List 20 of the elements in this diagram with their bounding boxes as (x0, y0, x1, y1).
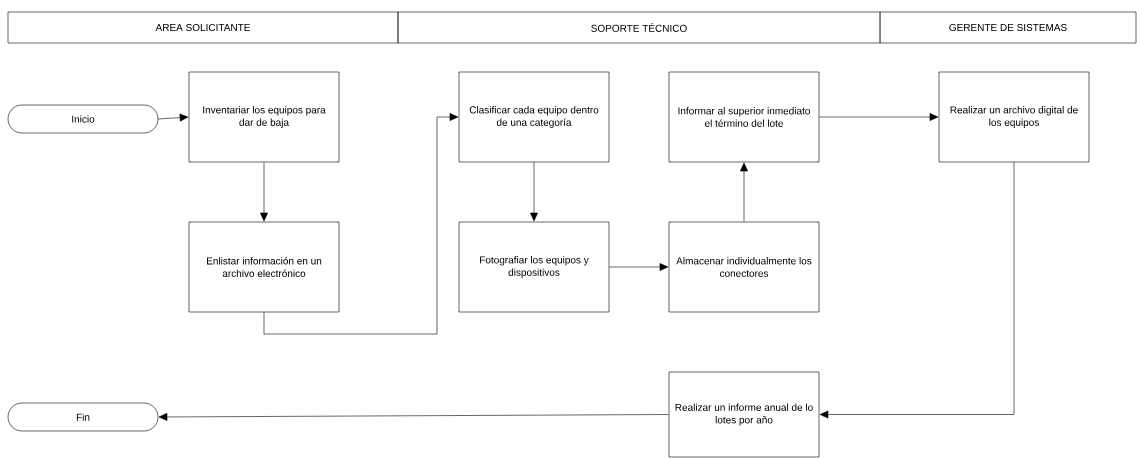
arrow (530, 162, 538, 222)
swimlane-header: SOPORTE TÉCNICO (397, 11, 881, 44)
process-box: Informar al superior inmediato el término del lote (668, 71, 820, 163)
arrow (263, 113, 459, 335)
process-box: Enlistar información en un archivo electrónico (188, 221, 340, 313)
arrow (819, 113, 939, 121)
swimlane-header: AREA SOLICITANTE (7, 11, 399, 44)
arrow (260, 162, 268, 222)
arrow (740, 162, 748, 222)
process-box: Fotografiar los equipos y dispositivos (458, 221, 610, 313)
process-box: Realizar un archivo digital de los equipos (938, 71, 1090, 163)
process-box: Clasificar cada equipo dentro de una categoría (458, 71, 610, 163)
arrow (158, 413, 669, 421)
arrow (819, 162, 1015, 419)
process-box: Almacenar individualmente los conectores (668, 221, 820, 313)
process-box: Realizar un informe anual de lo lotes por año (668, 371, 820, 458)
arrow (158, 113, 189, 122)
arrow (609, 263, 669, 271)
process-box: Inventariar los equipos para dar de baja (188, 71, 340, 163)
swimlane-header: GERENTE DE SISTEMAS (879, 11, 1137, 44)
